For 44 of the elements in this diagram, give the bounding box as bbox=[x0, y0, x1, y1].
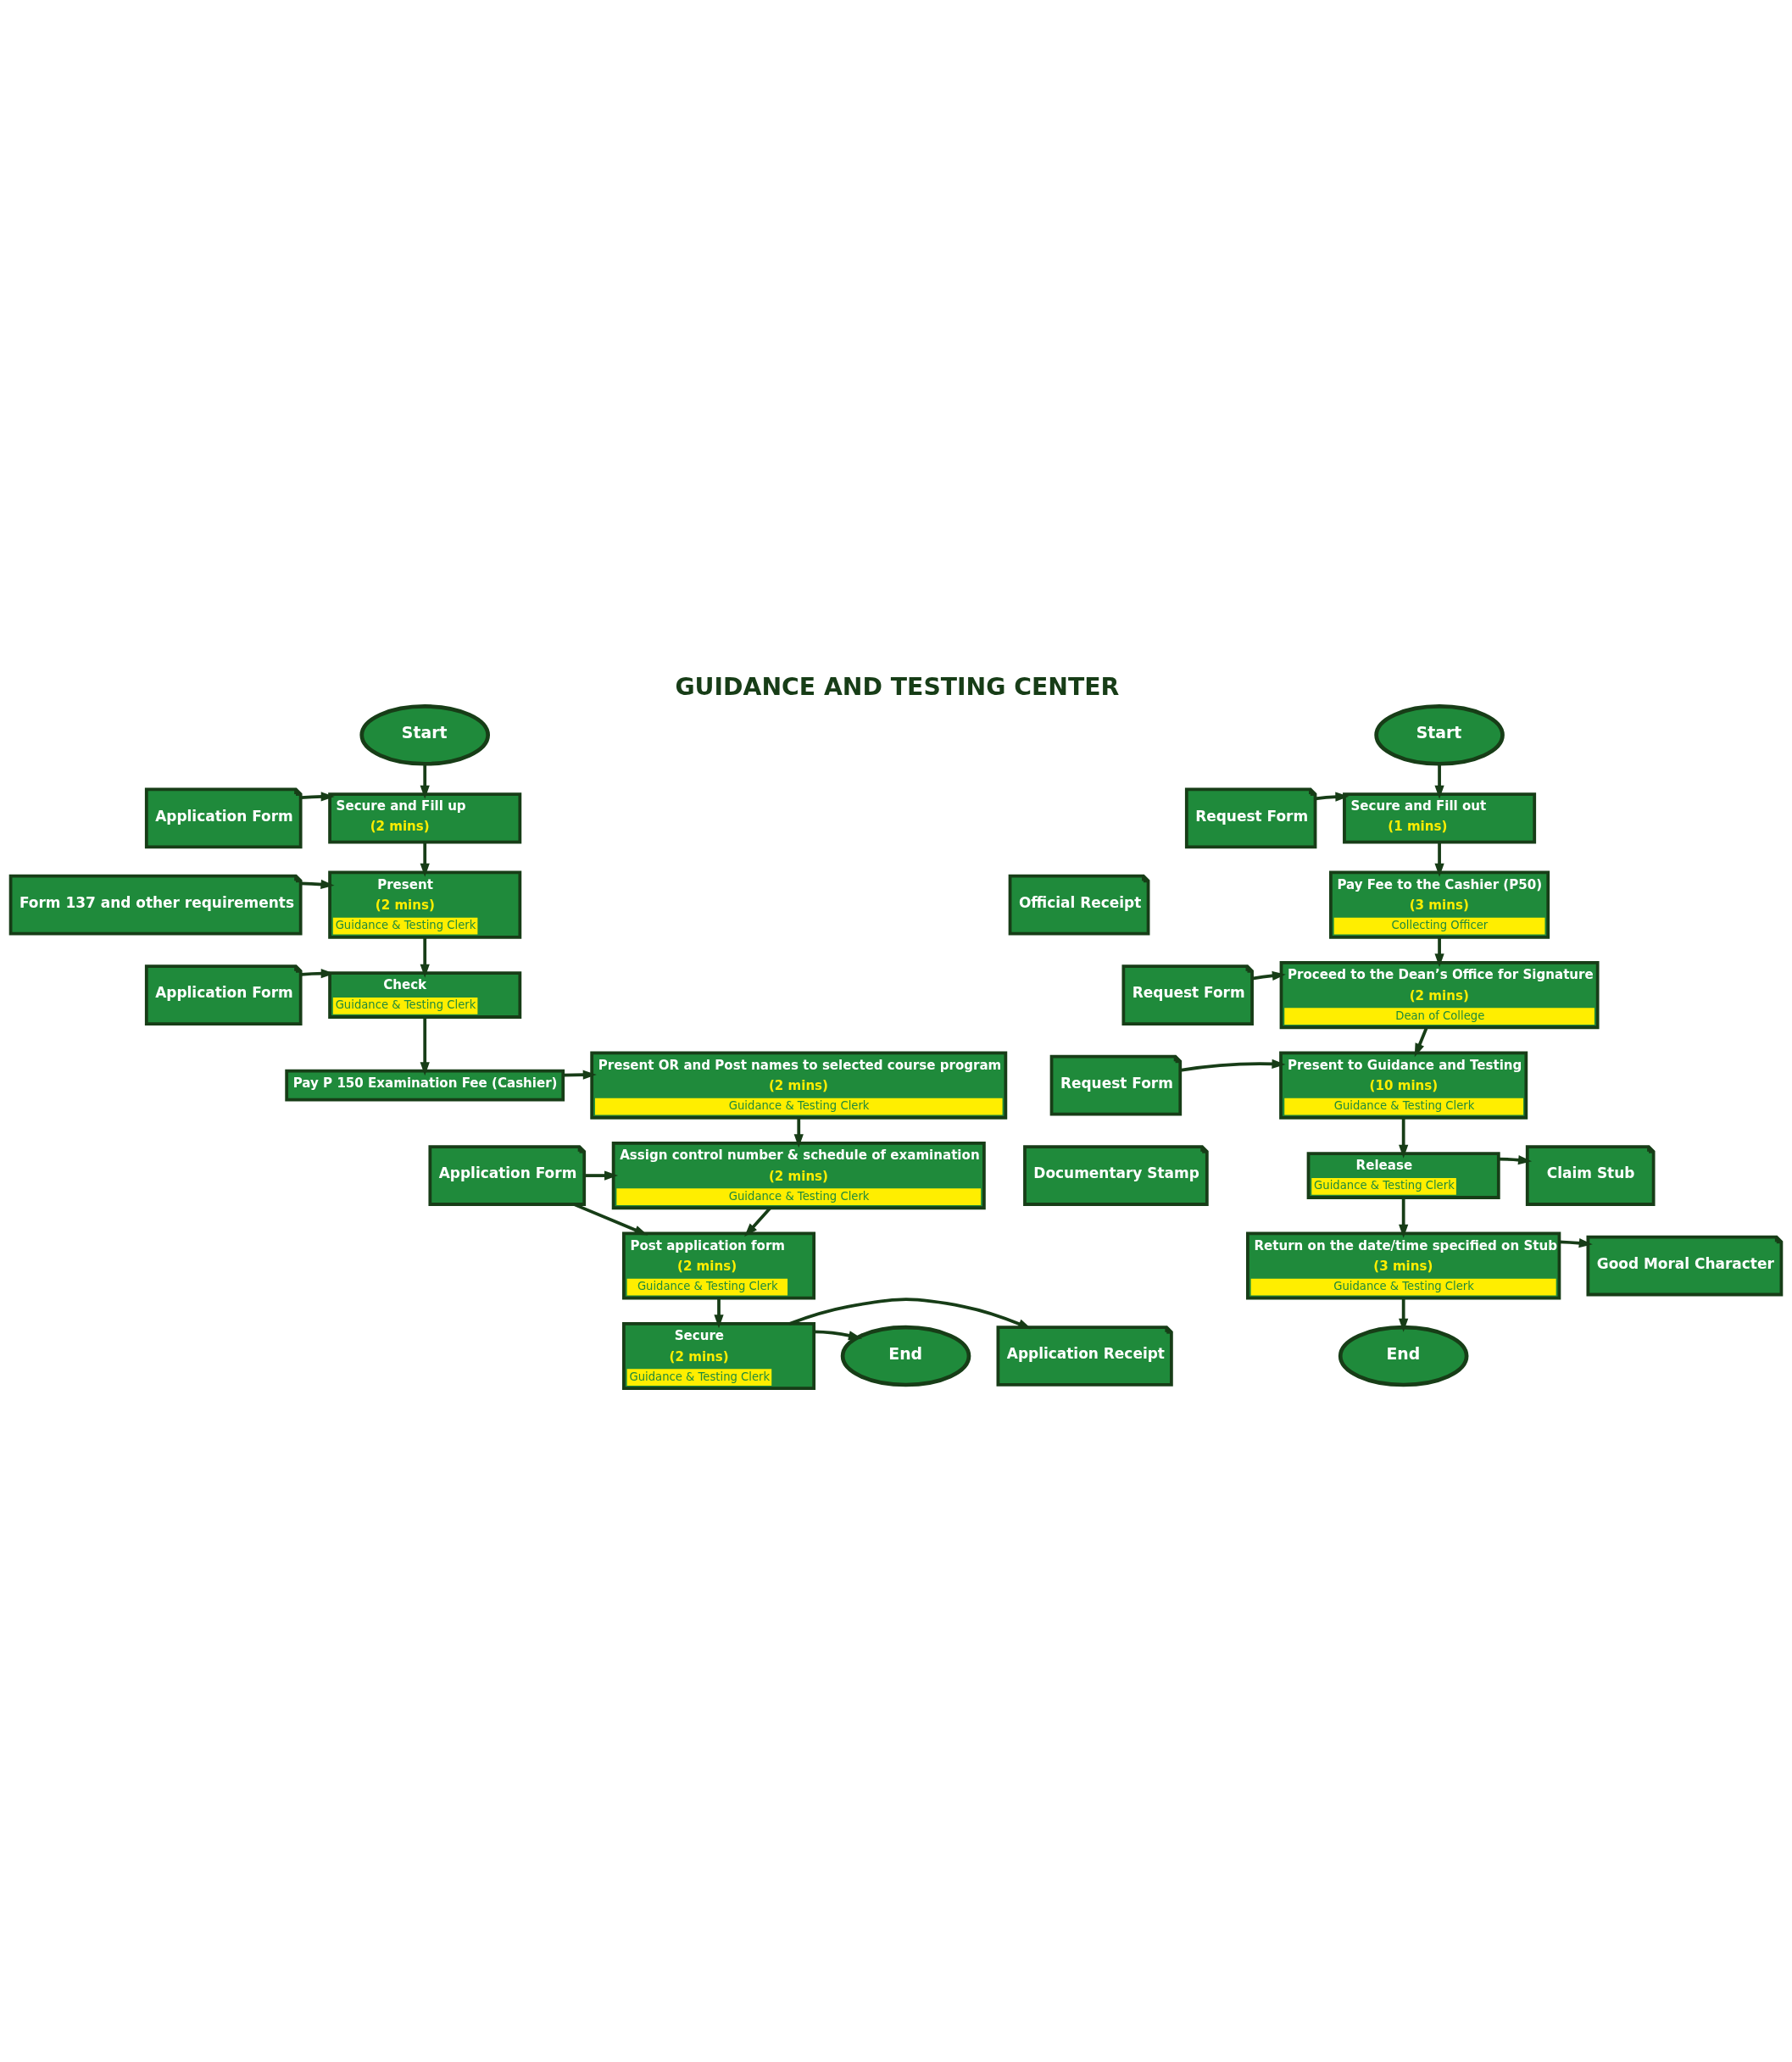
node-box: Return on the date/time specified on Stub (3 mins) Guidance & Testing Clerk bbox=[1246, 1231, 1561, 1300]
arrow bbox=[1251, 970, 1286, 981]
arrow bbox=[1434, 842, 1444, 877]
node-box: Secure (2 mins) Guidance & Testing Clerk bbox=[622, 1322, 816, 1391]
arrow bbox=[1434, 937, 1444, 968]
arrow bbox=[793, 1118, 804, 1148]
arrow bbox=[1559, 1238, 1593, 1248]
arrow bbox=[714, 1298, 724, 1329]
arrow bbox=[584, 1170, 619, 1181]
node-box: Check Guidance & Testing Clerk bbox=[328, 971, 522, 1019]
arrow bbox=[1315, 792, 1350, 802]
node-box: Pay P 150 Examination Fee (Cashier) bbox=[285, 1069, 565, 1102]
arrow bbox=[1414, 1026, 1428, 1058]
node-box: Present to Guidance and Testing (10 mins) Guidance & Testing Clerk bbox=[1279, 1051, 1528, 1120]
node-box: Pay Fee to the Cashier (P50) (3 mins) Collecting Officer bbox=[1329, 870, 1550, 939]
node-box: Assign control number & schedule of examination (2 mins) Guidance & Testing Clerk bbox=[611, 1142, 986, 1210]
node-ellipse: End bbox=[1338, 1325, 1469, 1387]
node-box: Release Guidance & Testing Clerk bbox=[1306, 1152, 1500, 1199]
arrow bbox=[300, 879, 335, 890]
arrow bbox=[420, 937, 430, 978]
arrow bbox=[814, 1330, 863, 1341]
arrow bbox=[1179, 1059, 1286, 1072]
node-ellipse: Start bbox=[1374, 704, 1505, 766]
arrow bbox=[744, 1207, 771, 1237]
node-box: Present (2 mins) Guidance & Testing Clerk bbox=[328, 870, 522, 939]
arrow bbox=[1499, 1155, 1533, 1165]
node-box: Proceed to the Dean’s Office for Signature (2 mins) Dean of College bbox=[1279, 961, 1600, 1030]
arrow bbox=[420, 764, 430, 799]
node-box: Post application form (2 mins) Guidance & Testing Clerk bbox=[622, 1231, 816, 1300]
diagram-title: GUIDANCE AND TESTING CENTER bbox=[675, 673, 1120, 702]
arrow bbox=[1399, 1118, 1409, 1159]
node-box: Secure and Fill out (1 mins) bbox=[1343, 792, 1537, 844]
arrow bbox=[563, 1070, 597, 1080]
arrow bbox=[1399, 1298, 1409, 1332]
node-box: Present OR and Post names to selected course program (2 mins) Guidance & Testing Clerk bbox=[590, 1051, 1008, 1120]
arrow bbox=[1434, 764, 1444, 799]
node-box: Secure and Fill up (2 mins) bbox=[328, 792, 522, 844]
arrow bbox=[1399, 1198, 1409, 1238]
arrow bbox=[420, 842, 430, 877]
node-ellipse: End bbox=[840, 1325, 971, 1387]
arrow bbox=[420, 1017, 430, 1076]
arrow bbox=[788, 1298, 1032, 1330]
node-ellipse: Start bbox=[359, 704, 490, 766]
arrow bbox=[300, 792, 335, 802]
